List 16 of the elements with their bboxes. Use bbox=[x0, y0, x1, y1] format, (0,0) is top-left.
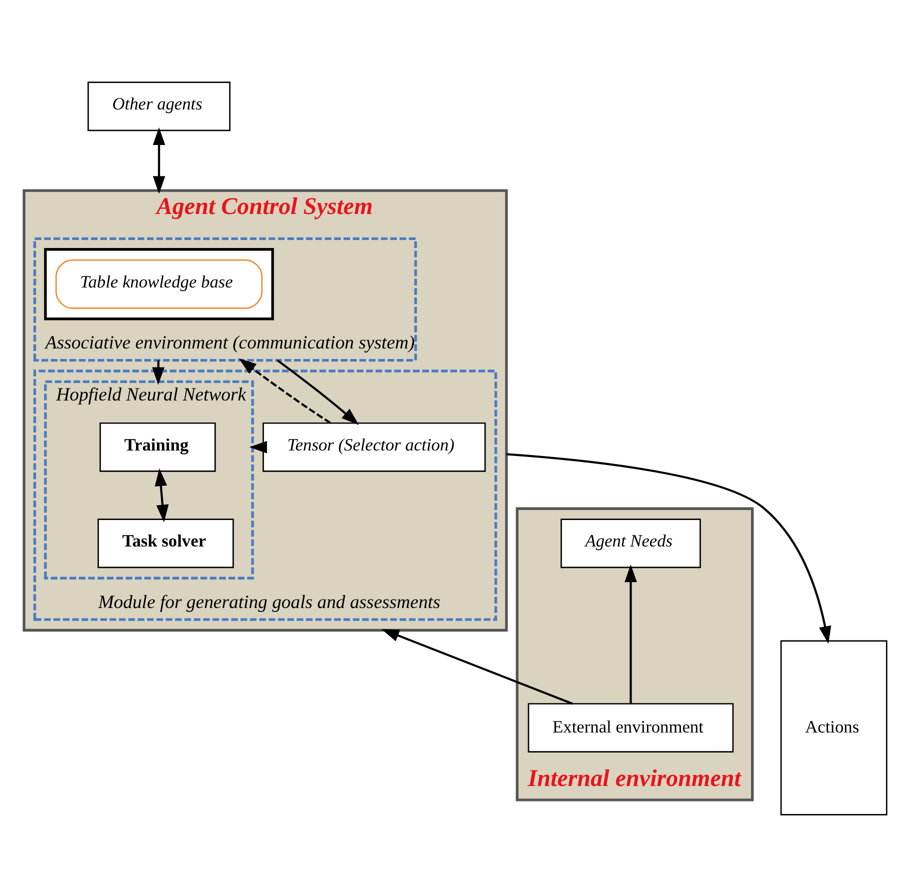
node-box: Agent Needs bbox=[560, 518, 701, 568]
arrow bbox=[506, 452, 832, 644]
arrow bbox=[276, 358, 359, 425]
arrow bbox=[382, 628, 573, 704]
node-box: Other agents bbox=[88, 81, 230, 131]
node-box: Table knowledge base bbox=[55, 258, 263, 308]
arrow bbox=[154, 468, 169, 522]
arrow bbox=[238, 358, 331, 424]
arrow bbox=[624, 564, 637, 704]
cluster bbox=[44, 248, 274, 320]
arrow bbox=[152, 126, 166, 194]
node-box: Task solver bbox=[98, 518, 234, 568]
node-box: Actions bbox=[780, 640, 888, 815]
node-box: Training bbox=[100, 422, 216, 472]
node-box: External environment bbox=[528, 702, 734, 752]
arrow bbox=[249, 440, 267, 453]
